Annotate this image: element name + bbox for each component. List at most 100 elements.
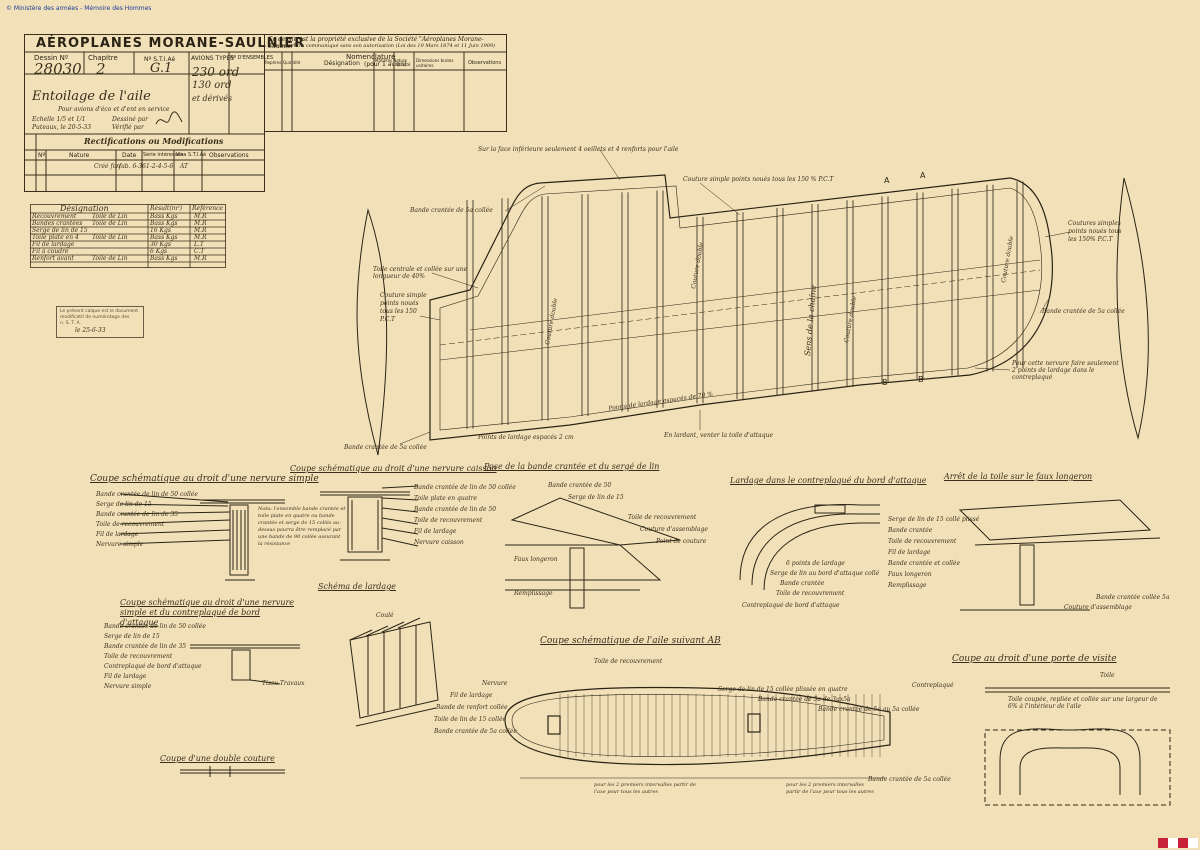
- double-couture-sketch: [180, 766, 285, 777]
- section6-label: Bande crantée de lin de 50 collée: [104, 623, 206, 630]
- stamp-date: le 25-6-33: [75, 327, 106, 334]
- section6-tissu: Tissu Travaux: [262, 680, 305, 687]
- color-swatch: [1178, 838, 1188, 848]
- rectif-date: fab. 6-36: [119, 163, 146, 170]
- rustic-label-contreplaque: Contreplaqué: [912, 682, 954, 689]
- signature-scribble: [155, 111, 183, 125]
- profile-label-5: Toile de lin de 15 collée: [434, 716, 507, 723]
- col-types-label: AVIONS TYPES: [191, 55, 235, 62]
- section6-sketch: [190, 644, 300, 685]
- section2-title: Coupe schématique au droit d'une nervure…: [290, 464, 497, 473]
- materials-cell: Toile de Lin: [92, 220, 128, 227]
- section1-title: Coupe schématique au droit d'une nervure…: [90, 474, 319, 484]
- copyright-line-2: Il ne peut être communiqué sans son auto…: [268, 43, 496, 49]
- section2-note: Nota: l'ensemble bande crantée et toile …: [258, 506, 346, 547]
- section6-label: Fil de lardage: [104, 673, 147, 680]
- section3-label-4: Couture d'assemblage: [640, 526, 708, 533]
- section2-label: Fil de lardage: [414, 528, 457, 535]
- wing-inner-outline: [439, 185, 1043, 431]
- company-name: AÉROPLANES MORANE-SAULNIER: [36, 36, 306, 51]
- color-swatch: [1168, 838, 1178, 848]
- rustic-title: Coupe au droit d'une porte de visite: [952, 654, 1117, 664]
- bande-bottom: Bande crantée de 5a collée: [344, 444, 427, 451]
- materials-cell: Bandes crantées: [32, 220, 83, 227]
- materials-cell: M.R: [194, 220, 207, 227]
- section5-label: Bande crantée et collée: [888, 560, 961, 567]
- materials-cell: Fil à coudre: [32, 248, 69, 255]
- section3-label-1: Bande crantée de 50: [548, 482, 612, 489]
- archive-credit: © Ministère des armées - Mémoire des Hom…: [6, 5, 152, 12]
- materials-cell: M.R: [194, 255, 207, 262]
- materials-cell: M.R: [194, 213, 207, 220]
- bande-right: Bande crantée de 5a collée: [1042, 308, 1125, 315]
- section2-label: Toile plate en quatre: [414, 495, 478, 502]
- rectif-col-visa: Visa S.T.I.Aé: [176, 152, 207, 158]
- nom-col-nature: Matières Nature: [375, 58, 407, 63]
- stamp-line-1: Le présent calque est le document: [60, 309, 139, 314]
- profile-label-4: Bande de renfort collée: [436, 704, 508, 711]
- section-mark-a: A: [884, 176, 890, 185]
- rectif-col-date: Date: [122, 152, 137, 159]
- section1-label: Toile de recouvrement: [96, 521, 165, 528]
- section3-sketch: [505, 497, 681, 609]
- profile-label-2: Nervure: [482, 680, 508, 687]
- section4-label-4: Toile de recouvrement: [776, 590, 845, 597]
- section6-label: Toile de recouvrement: [104, 653, 173, 660]
- access-door-sketch: [984, 687, 1171, 806]
- section6-label: Contreplaqué de bord d'attaque: [104, 663, 202, 670]
- section1-labels: Bande crantée de lin de 50 collée Serge …: [96, 490, 198, 550]
- nom-col-designation: Désignation: [324, 60, 360, 67]
- rectif-heading: Rectifications ou Modifications: [84, 136, 224, 146]
- wing-ribs: [466, 181, 1024, 429]
- scale-text: Echelle 1/5 et 1/1: [32, 116, 86, 123]
- section4-label-3: Bande crantée: [780, 580, 825, 587]
- copyright-line-1: Ce dessin est la propriété exclusive de …: [268, 36, 484, 50]
- materials-cell: Toile plate en 4: [32, 234, 79, 241]
- materials-cell: 16 Kgs: [150, 227, 171, 234]
- color-calibration-strip: [1158, 838, 1198, 848]
- col-stia-label: Nº S.T.I.Aé: [144, 56, 176, 63]
- materials-table-grid: [30, 204, 226, 268]
- bande-left: Bande crantée de 5a collée: [410, 207, 493, 214]
- col-dessin-label: Dessin Nº: [34, 54, 69, 62]
- stia-number: G.1: [150, 61, 173, 76]
- toile-centrale: Toile centrale et collée sur une longueu…: [373, 266, 468, 280]
- title-block: AÉROPLANES MORANE-SAULNIER Dessin Nº Cha…: [24, 34, 509, 194]
- rectif-visa: AT: [180, 163, 189, 170]
- rectif-col-serie: Série intéressée: [143, 152, 184, 158]
- nom-col-observations: Observations: [468, 60, 502, 66]
- en-lardant: En lardant, venter la toile d'attaque: [664, 432, 774, 439]
- section2-label: Bande crantée de lin de 50 collée: [414, 484, 516, 491]
- materials-cell: Bass Kgs: [150, 255, 178, 262]
- rectif-col-obs: Observations: [209, 152, 249, 159]
- materials-cell: Toile de Lin: [92, 213, 128, 220]
- col-chapitre-label: Chapitre: [88, 54, 118, 62]
- profile-label-3: Fil de lardage: [450, 692, 493, 699]
- wing-top-note: Sur la face inférieure seulement 4 oeill…: [478, 146, 679, 153]
- color-swatch: [1158, 838, 1168, 848]
- type-1: 230 ord: [192, 65, 240, 79]
- profile-label-6: Bande crantée de 5a collée: [434, 728, 517, 735]
- approval-stamp: Le présent calque est le document modifi…: [56, 306, 144, 338]
- type-3: et dérivés: [192, 94, 233, 103]
- materials-cell: Toile de Lin: [92, 234, 128, 241]
- lardage-schema-title: Schéma de lardage: [318, 582, 397, 591]
- section3-title: Pose de la bande crantée et du sergé de …: [484, 462, 660, 471]
- type-2: 130 ord: [192, 80, 232, 91]
- drawn-by-label: Dessiné par: [112, 116, 149, 123]
- section4-sketch: [739, 503, 880, 591]
- airfoil-ribs: [559, 694, 881, 757]
- rectif-nature: Créé fon: [94, 163, 121, 170]
- profile-spacing-right: pour les 2 premiers intervalles partir d…: [786, 782, 874, 795]
- section1-label: Bande crantée de lin de 50 collée: [96, 491, 198, 498]
- nomenclature-heading: Nomenclature: [346, 53, 396, 61]
- materials-cell: Renfort avant: [32, 255, 74, 262]
- section4-title: Lardage dans le contreplaqué du bord d'a…: [730, 476, 927, 485]
- section2-sketch: [320, 485, 419, 561]
- section5-sketch: [958, 499, 1161, 611]
- section4-label-5: Contreplaqué de bord d'attaque: [742, 602, 840, 609]
- profile-label-1: Toile de recouvrement: [594, 658, 663, 665]
- lardage-schema-sketch: [349, 617, 439, 727]
- checked-by-label: Vérifié par: [112, 124, 144, 131]
